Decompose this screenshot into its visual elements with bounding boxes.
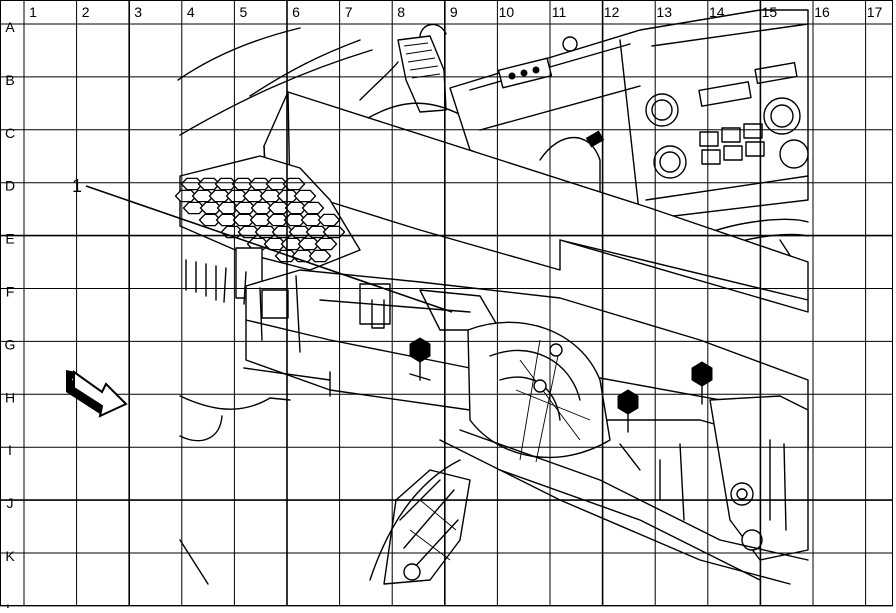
grid-row-label: J — [7, 495, 14, 511]
grid-column-label: 1 — [29, 4, 37, 20]
grid-column-label: 6 — [292, 4, 300, 20]
hex-grille-cell — [276, 189, 300, 203]
hex-grille-cell — [293, 189, 317, 203]
grid-column-label: 11 — [552, 4, 567, 20]
hex-grille-cell — [182, 201, 206, 215]
hex-grille-cell — [248, 177, 272, 191]
hex-grille-cell — [225, 189, 249, 203]
hex-grille-cell — [282, 177, 306, 191]
hex-grille-cell — [232, 213, 256, 227]
grid-row-label: D — [5, 178, 15, 194]
hex-grille-cell — [250, 201, 274, 215]
grid-column-label: 14 — [709, 4, 725, 20]
mounting-bolts — [409, 337, 713, 433]
grid-column-label: 16 — [814, 4, 830, 20]
grid-column-label: 8 — [397, 4, 405, 20]
hex-grille-cell — [263, 237, 287, 251]
hex-grille-cell — [265, 177, 289, 191]
grid-row-label: E — [5, 231, 14, 247]
grid-column-label: 15 — [762, 4, 778, 20]
grid-column-label: 3 — [134, 4, 142, 20]
hex-grille-cell — [231, 177, 255, 191]
grid-row-label: K — [5, 548, 15, 564]
hex-grille-cell — [300, 213, 324, 227]
grid-row-label: H — [5, 389, 15, 405]
grid-row-labels: A B C D E F G H I J K L — [5, 19, 16, 613]
grid-row-label: G — [5, 336, 16, 352]
hex-grille-cell — [197, 177, 221, 191]
grid-row-label: C — [5, 125, 15, 141]
hex-grille-cell — [191, 189, 215, 203]
hex-grille-cell — [216, 201, 240, 215]
grid-row-label: I — [8, 442, 12, 458]
hex-grille-cell — [214, 177, 238, 191]
callout-label: 1 — [72, 176, 82, 196]
hex-grille-cell — [317, 213, 341, 227]
grid-row-label: F — [6, 284, 15, 300]
grid-column-label: 10 — [499, 4, 515, 20]
hex-grille-cell — [198, 213, 222, 227]
grid-column-label: 7 — [345, 4, 353, 20]
hex-grille-cell — [249, 213, 273, 227]
callout-1: 1 — [72, 176, 453, 313]
hex-grille-cell — [283, 213, 307, 227]
hex-grille-cell — [259, 189, 283, 203]
hex-grille-cell — [314, 237, 338, 251]
grid-column-label: 2 — [82, 4, 90, 20]
leader-line — [85, 185, 453, 313]
grid-row-label: B — [5, 72, 14, 88]
grid-column-label: 4 — [187, 4, 195, 20]
hex-grille-cell — [242, 189, 266, 203]
front-direction-arrow-icon — [66, 370, 128, 418]
hex-grille-cell — [266, 213, 290, 227]
grid-row-label: A — [5, 19, 15, 35]
hex-grille-cell — [174, 189, 198, 203]
grid-column-label: 12 — [604, 4, 620, 20]
dashboard-components-illustration — [174, 9, 809, 585]
hex-grille-cell — [267, 201, 291, 215]
grid-column-label: 9 — [450, 4, 458, 20]
grid-column-label: 17 — [867, 4, 883, 20]
grid-row-label: L — [6, 601, 14, 608]
hex-grille-cell — [199, 201, 223, 215]
hex-grille-cell — [284, 201, 308, 215]
hex-grille-cell — [215, 213, 239, 227]
grid-column-label: 13 — [656, 4, 672, 20]
hex-grille-cell — [301, 201, 325, 215]
grid-column-label: 5 — [240, 4, 248, 20]
hex-grille-cell — [208, 189, 232, 203]
hex-grille-cell — [308, 249, 332, 263]
hex-grille-cell — [297, 237, 321, 251]
